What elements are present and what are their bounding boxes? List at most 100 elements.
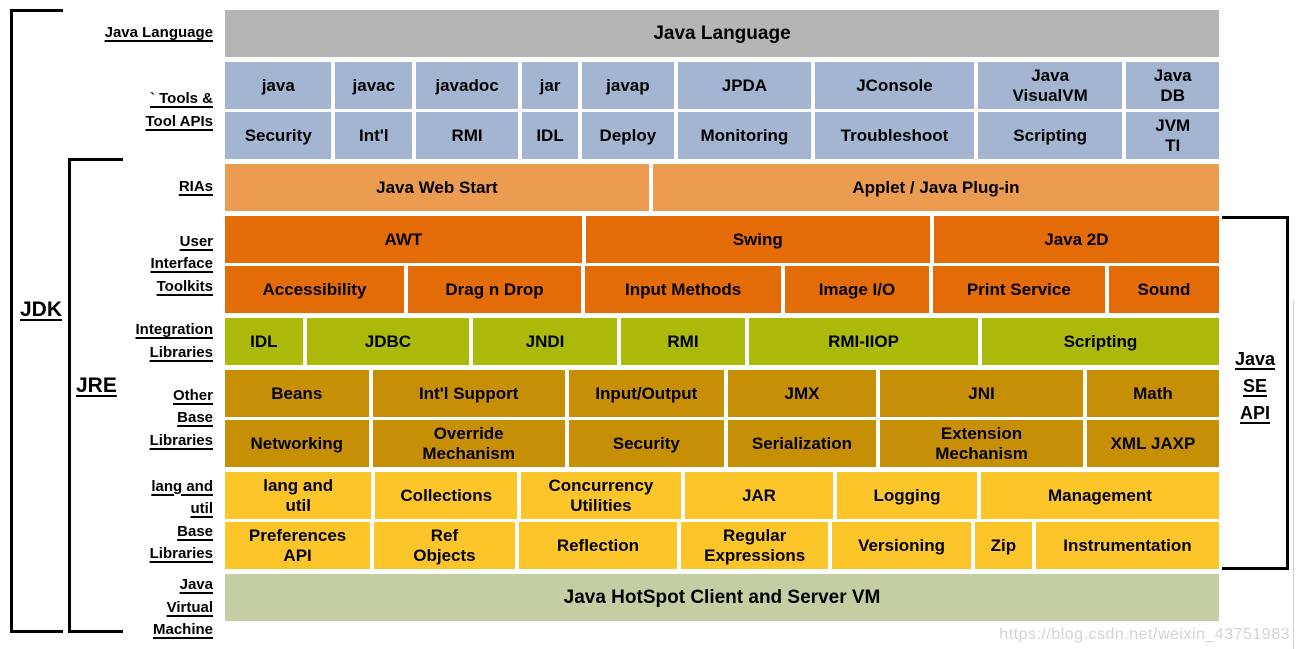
cell-zip: Zip <box>974 522 1032 569</box>
cell-security: Security <box>225 112 332 159</box>
cell-logging: Logging <box>837 472 977 519</box>
row-label-jvm: Java Virtual Machine <box>152 576 213 638</box>
watermark-text: https://blog.csdn.net/weixin_43751983 <box>999 626 1290 643</box>
cell-java-2d: Java 2D <box>933 216 1219 263</box>
cell-java-hotspot-client-and-server-vm: Java HotSpot Client and Server VM <box>225 574 1219 621</box>
cell-troubleshoot: Troubleshoot <box>815 112 974 159</box>
cell-java-db: Java DB <box>1126 62 1219 109</box>
cell-int-l-support: Int'l Support <box>372 370 565 417</box>
cell-jar: jar <box>521 62 579 109</box>
cell-javadoc: javadoc <box>416 62 518 109</box>
cell-security: Security <box>568 420 724 467</box>
band-rows-jvm: Java HotSpot Client and Server VM <box>225 574 1219 642</box>
cell-javac: javac <box>335 62 413 109</box>
right-edge-line <box>1293 300 1294 649</box>
cell-beans: Beans <box>225 370 369 417</box>
cell-jvm-ti: JVM TI <box>1126 112 1219 159</box>
row-label-rias: RIAs <box>178 178 213 196</box>
band-jvm: Java Virtual Machine Java HotSpot Client … <box>75 574 1219 642</box>
cell-jni: JNI <box>880 370 1083 417</box>
grid-row-java-language-1: Java Language <box>225 10 1219 57</box>
cell-preferences-api: Preferences API <box>225 522 371 569</box>
cell-serialization: Serialization <box>727 420 877 467</box>
cell-xml-jaxp: XML JAXP <box>1086 420 1219 467</box>
cell-lang-and-util: lang and util <box>225 472 372 519</box>
row-label-other-base: Other Base Libraries <box>149 386 213 449</box>
cell-applet-java-plug-in: Applet / Java Plug-in <box>652 164 1219 211</box>
cell-java: java <box>225 62 332 109</box>
cell-reflection: Reflection <box>518 522 678 569</box>
cell-input-methods: Input Methods <box>585 266 782 313</box>
cell-idl: IDL <box>225 318 303 365</box>
cell-jndi: JNDI <box>473 318 617 365</box>
row-label-lang-util: lang and util Base Libraries <box>149 477 213 563</box>
cell-override-mechanism: Override Mechanism <box>372 420 565 467</box>
cell-rmi: RMI <box>620 318 746 365</box>
cell-versioning: Versioning <box>832 522 971 569</box>
cell-scripting: Scripting <box>981 318 1219 365</box>
cell-rmi-iiop: RMI-IIOP <box>749 318 978 365</box>
grid-row-jvm-1: Java HotSpot Client and Server VM <box>225 574 1219 621</box>
jdk-label: JDK <box>20 298 63 321</box>
java-se-api-label: Java SE API <box>1234 349 1276 423</box>
cell-regular-expressions: Regular Expressions <box>681 522 829 569</box>
jre-label: JRE <box>76 374 117 397</box>
cell-extension-mechanism: Extension Mechanism <box>880 420 1083 467</box>
cell-monitoring: Monitoring <box>677 112 812 159</box>
cell-java-language: Java Language <box>225 10 1219 57</box>
cell-management: Management <box>980 472 1219 519</box>
cell-jmx: JMX <box>727 370 877 417</box>
row-label-tools: ` Tools & Tool APIs <box>145 90 214 130</box>
cell-concurrency-utilities: Concurrency Utilities <box>521 472 681 519</box>
jdk-bracket <box>10 9 63 633</box>
cell-ref-objects: Ref Objects <box>374 522 515 569</box>
cell-sound: Sound <box>1108 266 1220 313</box>
cell-int-l: Int'l <box>335 112 413 159</box>
cell-deploy: Deploy <box>582 112 674 159</box>
cell-jar: JAR <box>684 472 834 519</box>
jre-bracket <box>68 158 123 633</box>
cell-print-service: Print Service <box>932 266 1105 313</box>
band-rows-java-language: Java Language <box>225 10 1219 57</box>
cell-java-visualvm: Java VisualVM <box>977 62 1123 109</box>
cell-javap: javap <box>582 62 674 109</box>
cell-jpda: JPDA <box>677 62 812 109</box>
cell-jconsole: JConsole <box>815 62 974 109</box>
cell-collections: Collections <box>375 472 518 519</box>
row-label-java-language: Java Language <box>104 24 213 42</box>
cell-swing: Swing <box>585 216 930 263</box>
row-label-ui-toolkits: User Interface Toolkits <box>150 232 213 295</box>
cell-math: Math <box>1086 370 1219 417</box>
cell-rmi: RMI <box>416 112 518 159</box>
cell-networking: Networking <box>225 420 369 467</box>
cell-java-web-start: Java Web Start <box>225 164 649 211</box>
java-se-api-bracket <box>1222 216 1289 570</box>
row-label-integration: Integration Libraries <box>135 321 214 361</box>
diagram-grid: Java Language Java Language ` Tools & Tool… <box>75 10 1220 642</box>
cell-jdbc: JDBC <box>306 318 470 365</box>
cell-image-i-o: Image I/O <box>785 266 929 313</box>
band-java-language: Java Language Java Language <box>75 10 1219 57</box>
